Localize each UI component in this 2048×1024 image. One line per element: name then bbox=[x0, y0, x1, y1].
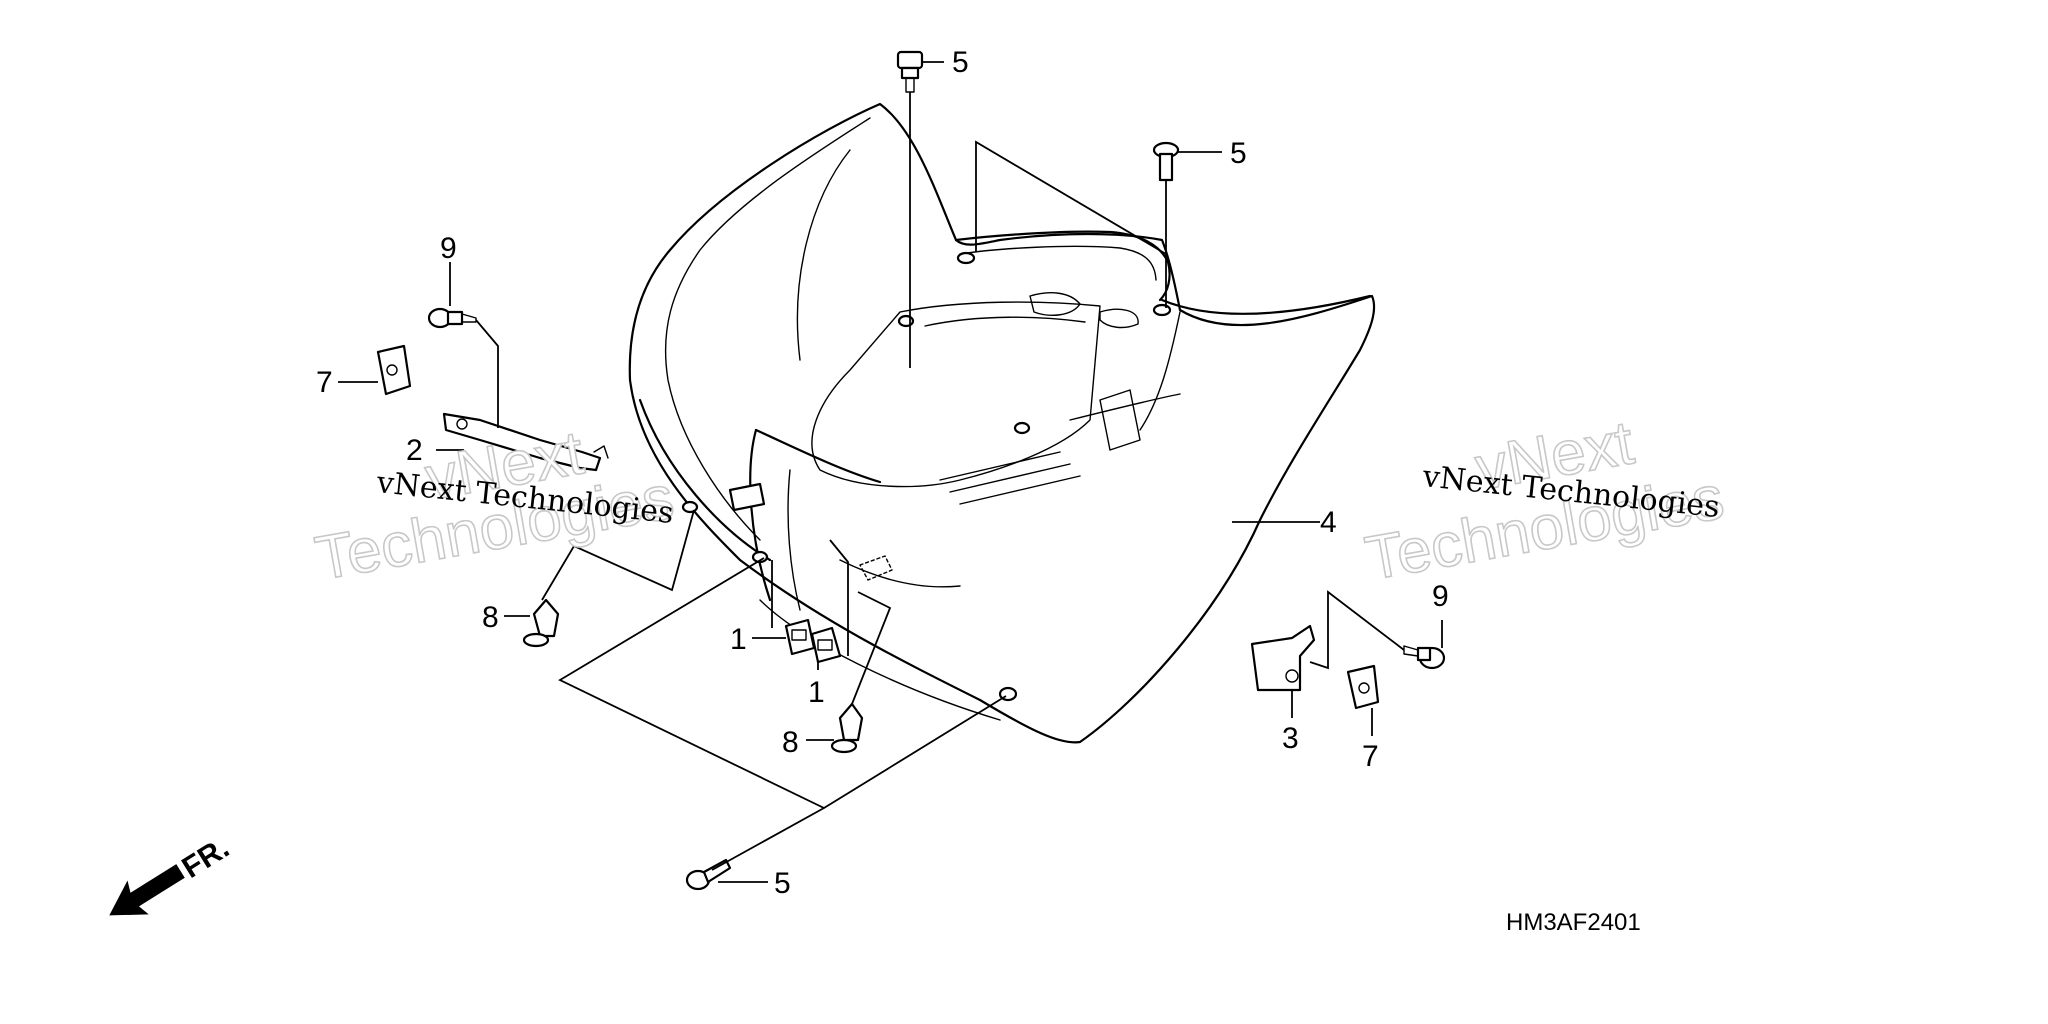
leader-lines bbox=[338, 61, 1443, 883]
callout-7-right: 7 bbox=[1362, 740, 1379, 773]
rivet-8-left bbox=[522, 598, 560, 648]
direction-label: FR. bbox=[177, 831, 235, 885]
callout-3: 3 bbox=[1282, 722, 1299, 755]
callout-1-right: 1 bbox=[808, 676, 825, 709]
callout-8-left: 8 bbox=[482, 601, 499, 634]
callout-6: 5 bbox=[952, 46, 969, 79]
callout-2: 2 bbox=[406, 434, 423, 467]
callouts: 5 5 9 7 2 4 8 1 1 8 5 3 9 7 bbox=[316, 46, 1449, 900]
callout-9-left: 9 bbox=[440, 232, 457, 265]
callout-8-right: 8 bbox=[782, 726, 799, 759]
callout-5-top: 5 bbox=[1230, 137, 1247, 170]
bolt-9-left bbox=[427, 307, 477, 329]
watermark-left: vNext Technologies vNext Technologies bbox=[310, 418, 680, 595]
callout-7-left: 7 bbox=[316, 366, 333, 399]
front-direction-arrow: FR. bbox=[109, 831, 235, 916]
watermark-right: vNext Technologies vNext Technologies bbox=[1360, 408, 1730, 595]
arrow-icon bbox=[109, 864, 185, 916]
rear-fender bbox=[628, 102, 1376, 744]
clip-7-right bbox=[1346, 664, 1380, 710]
bracket-2 bbox=[442, 412, 609, 472]
screw-5-bottom bbox=[685, 858, 732, 891]
bracket-3 bbox=[1250, 624, 1316, 692]
diagram-code: HM3AF2401 bbox=[1506, 909, 1641, 936]
bolt-6 bbox=[896, 50, 924, 93]
callout-9-right: 9 bbox=[1432, 580, 1449, 613]
rivet-8-right bbox=[830, 702, 864, 754]
clip-upper-left bbox=[728, 482, 766, 512]
clip-1-left bbox=[784, 618, 816, 656]
bolt-9-right bbox=[1403, 645, 1446, 670]
clip-1-right bbox=[810, 626, 842, 664]
screw-5-top bbox=[1152, 141, 1180, 182]
callout-4: 4 bbox=[1320, 506, 1337, 539]
clip-7-left bbox=[376, 344, 412, 396]
callout-5-bottom: 5 bbox=[774, 867, 791, 900]
callout-1-left: 1 bbox=[730, 623, 747, 656]
